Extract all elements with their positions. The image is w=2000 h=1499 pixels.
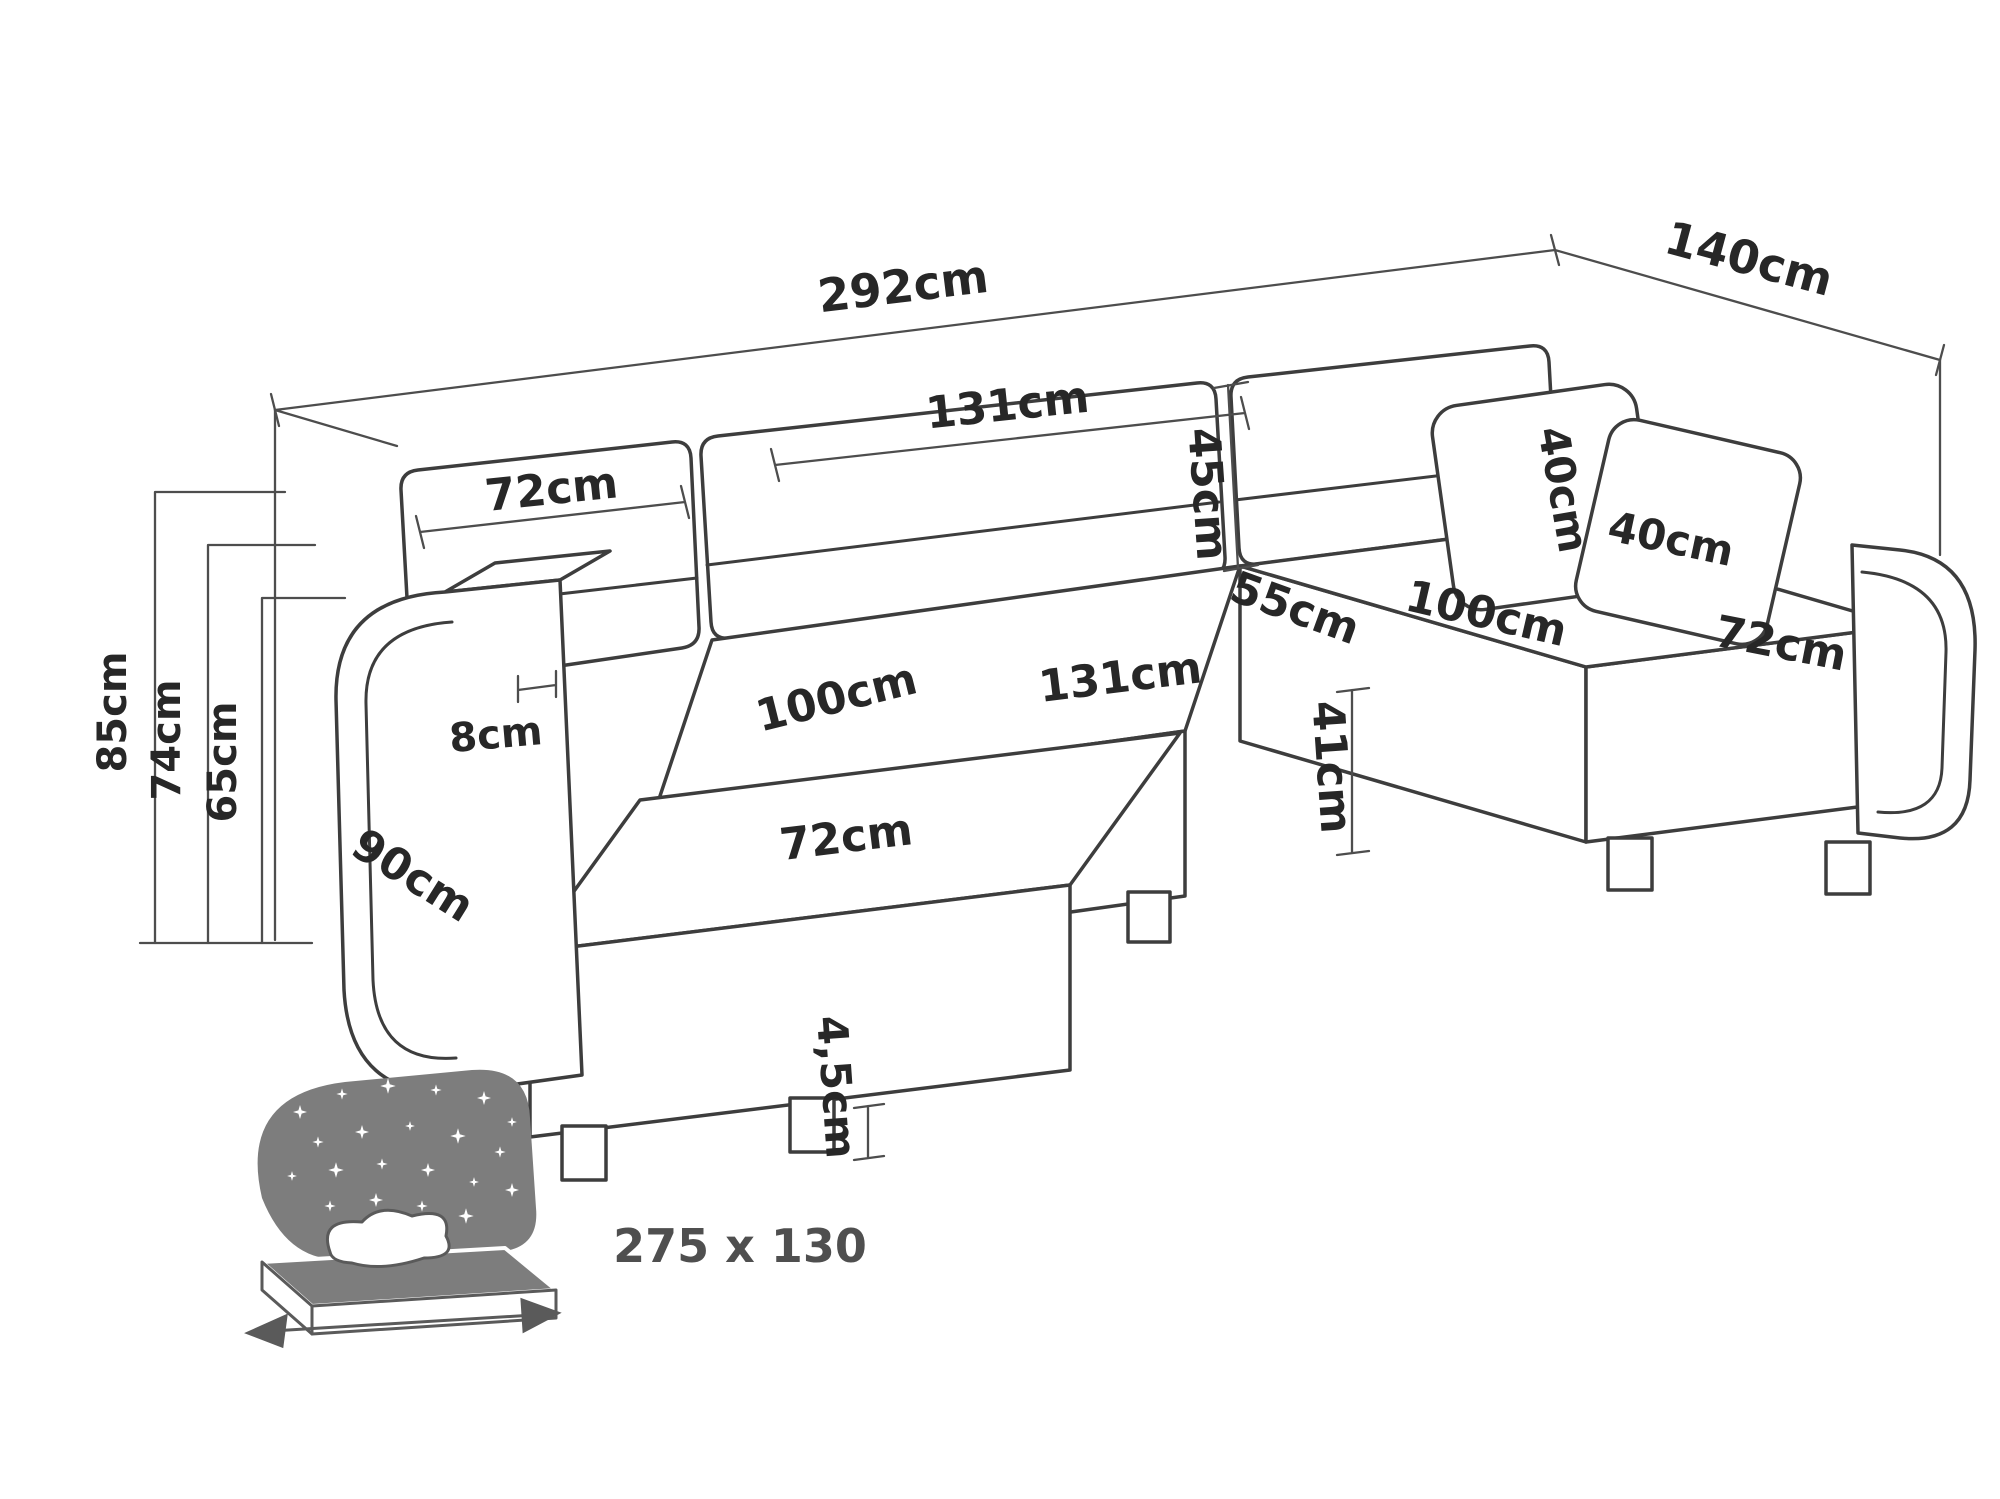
dim-line-seat-height-41 [1335, 686, 1371, 857]
dim-backrest-height: 45cm [1177, 426, 1237, 562]
dimension-labels: 292cm 140cm 131cm 72cm 45cm 55cm 40cm 40… [90, 210, 1851, 1160]
right-armrest [1850, 543, 1977, 841]
dim-line-backrest-45 [1212, 380, 1260, 573]
height-dimension-brackets [153, 490, 347, 945]
backrest-center-seam [705, 500, 1221, 567]
sofa-legs [406, 836, 1872, 1182]
dim-right-depth: 140cm [1659, 210, 1838, 306]
dim-line-back-center-131 [769, 395, 1251, 483]
right-armrest-trim [1860, 570, 1948, 815]
pillow-right [1573, 417, 1803, 647]
bed-icon-mattress-side [260, 1260, 314, 1336]
sleeping-area-label: 275 x 130 [613, 1219, 867, 1273]
dimension-lines [414, 380, 1371, 1162]
sofa-drawing [334, 344, 1977, 1182]
unfold-arrow-icon [244, 1297, 562, 1349]
dim-line-armrest-8 [516, 669, 558, 704]
dim-seat-height: 41cm [1301, 699, 1361, 835]
bounding-box-lines [138, 233, 1946, 945]
dim-line-leg-height [852, 1102, 886, 1162]
dim-overall-width: 292cm [815, 249, 992, 323]
sofa-bed-icon [244, 1069, 562, 1349]
dim-back-height: 74cm [144, 679, 190, 800]
dim-leg-height: 4,5cm [807, 1014, 866, 1160]
bed-icon-pillow [325, 1208, 451, 1268]
dim-armrest-width: 8cm [447, 708, 544, 762]
dim-line-back-left-72 [414, 484, 691, 550]
dim-armrest-height: 65cm [200, 701, 246, 822]
dim-total-height: 85cm [90, 651, 136, 772]
left-armrest-trim [364, 620, 458, 1060]
